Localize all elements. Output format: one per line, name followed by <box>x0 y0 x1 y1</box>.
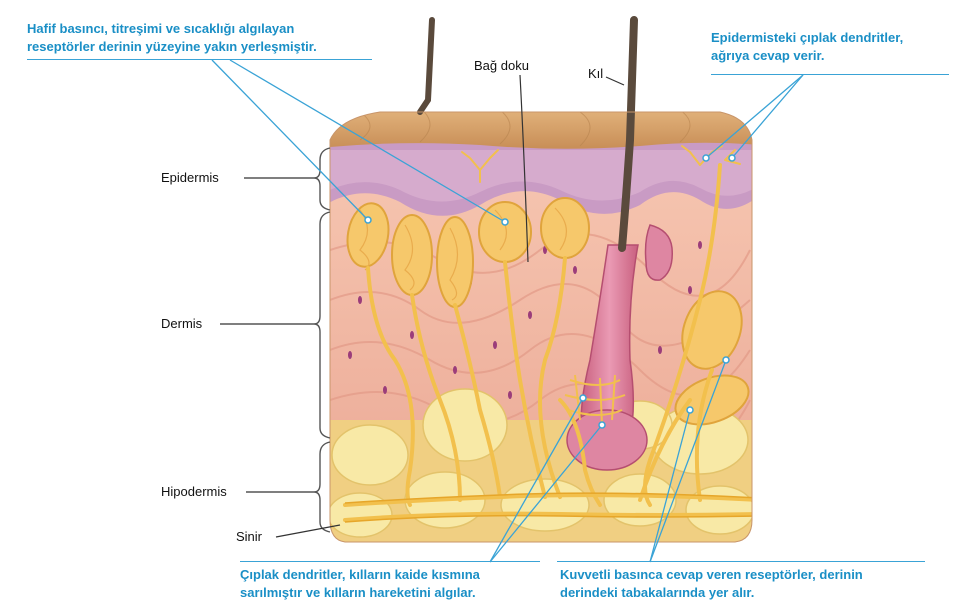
caption-bottom-left-rule <box>240 561 540 562</box>
caption-top-left-rule <box>27 59 372 60</box>
tissue-block <box>320 100 760 550</box>
label-epidermis: Epidermis <box>161 170 219 185</box>
caption-bottom-right-line2: derindeki tabakalarında yer alır. <box>560 584 754 602</box>
caption-top-right-line2: ağrıya cevap verir. <box>711 47 824 65</box>
caption-bottom-left-line1: Çıplak dendritler, kılların kaide kısmın… <box>240 566 480 584</box>
layer-brackets <box>314 148 330 532</box>
caption-top-left-line2: reseptörler derinin yüzeyine yakın yerle… <box>27 38 317 56</box>
caption-top-right-line1: Epidermisteki çıplak dendritler, <box>711 29 903 47</box>
label-bag-doku: Bağ doku <box>474 58 529 73</box>
label-sinir: Sinir <box>236 529 262 544</box>
label-dermis: Dermis <box>161 316 202 331</box>
caption-top-right-rule <box>711 74 949 75</box>
hair-left <box>420 20 432 112</box>
caption-bottom-right-line1: Kuvvetli basınca cevap veren reseptörler… <box>560 566 863 584</box>
skin-surface <box>320 100 760 149</box>
caption-bottom-right-rule <box>557 561 925 562</box>
label-kil: Kıl <box>588 66 603 81</box>
caption-top-left-line1: Hafif basıncı, titreşimi ve sıcaklığı al… <box>27 20 294 38</box>
caption-bottom-left-line2: sarılmıştır ve kılların hareketini algıl… <box>240 584 476 602</box>
label-hipodermis: Hipodermis <box>161 484 227 499</box>
